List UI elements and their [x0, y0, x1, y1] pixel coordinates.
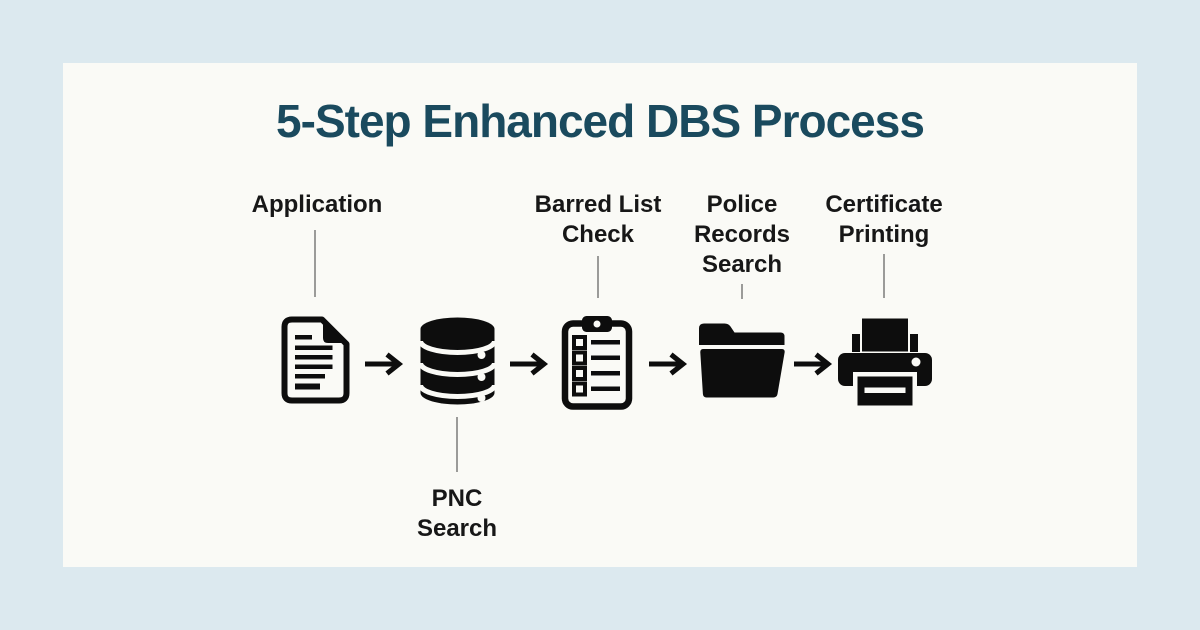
step-label-police-records-search: Police Records Search	[693, 191, 791, 278]
step-label-pnc-search: PNC Search	[416, 485, 498, 542]
connector-line	[741, 284, 743, 299]
step-label-barred-list-check: Barred List Check	[534, 191, 662, 248]
connector-line	[314, 230, 316, 297]
arrow-right-icon	[648, 351, 688, 377]
arrow-right-icon	[364, 351, 404, 377]
arrow-right-icon	[509, 351, 549, 377]
arrow-right-icon	[793, 351, 833, 377]
connector-line	[456, 417, 458, 472]
page-title: 5-Step Enhanced DBS Process	[276, 95, 925, 147]
clipboard-checklist-icon	[561, 315, 633, 410]
printer-icon	[838, 318, 932, 410]
folder-icon	[697, 321, 787, 399]
connector-line	[597, 256, 599, 298]
step-label-certificate-printing: Certificate Printing	[825, 191, 943, 248]
connector-line	[883, 254, 885, 298]
step-label-application: Application	[251, 191, 383, 218]
document-icon	[280, 316, 350, 404]
database-icon	[420, 317, 495, 405]
card-background	[63, 63, 1137, 567]
